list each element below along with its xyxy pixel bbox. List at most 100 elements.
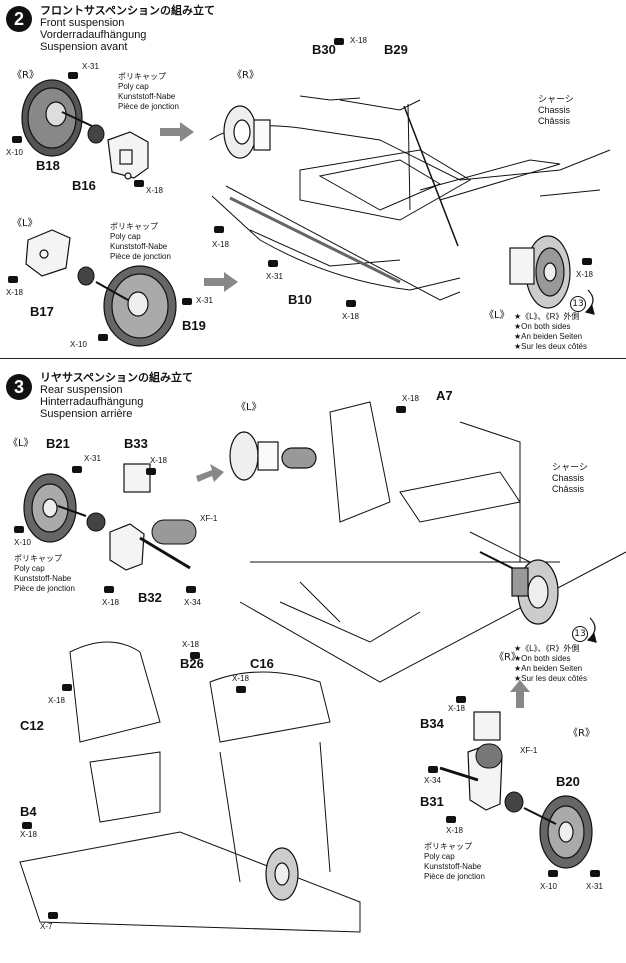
part-label-b31: B31 <box>420 794 444 809</box>
screw-label: X-10 <box>6 148 23 157</box>
both-sides-note: ★《L》、《R》外側★On both sides ★An beiden Seit… <box>514 312 587 351</box>
part-label-b4: B4 <box>20 804 37 819</box>
front-right-wheel-assembly <box>223 105 271 159</box>
rear-left-brake-disc <box>23 473 87 543</box>
poly-cap-right <box>87 124 105 144</box>
screw-label: X-31 <box>266 272 283 281</box>
screw-icon <box>68 72 78 79</box>
screw-label: X-18 <box>6 288 23 297</box>
part-label-b32: B32 <box>138 590 162 605</box>
step-reference-circle: 13 <box>572 626 588 642</box>
screw-icon <box>396 406 406 413</box>
rear-right-wheel-assembly <box>511 559 559 625</box>
part-label-b30: B30 <box>312 42 336 57</box>
part-label-c16: C16 <box>250 656 274 671</box>
screw-label: X-34 <box>184 598 201 607</box>
part-label-b20: B20 <box>556 774 580 789</box>
screw-label: X-18 <box>446 826 463 835</box>
rear-spring-xf1 <box>151 519 197 545</box>
rear-right-brake-disc <box>523 795 593 869</box>
part-label-b21: B21 <box>46 436 70 451</box>
screw-label: X-18 <box>350 36 367 45</box>
screw-label: X-31 <box>82 62 99 71</box>
screw-icon <box>72 466 82 473</box>
screw-label: X-10 <box>70 340 87 349</box>
screw-icon <box>146 468 156 475</box>
screw-icon <box>548 870 558 877</box>
wrench-rotation-icon <box>586 617 597 643</box>
screw-icon <box>14 526 24 533</box>
step-number-badge: 3 <box>6 374 32 400</box>
side-label-left: 《L》 <box>12 218 38 229</box>
rear-spring-xf1-right <box>475 743 503 769</box>
side-label-left-chassis: 《L》 <box>484 310 510 321</box>
screw-label: X-18 <box>20 830 37 839</box>
part-label-a7: A7 <box>436 388 453 403</box>
part-label-b34: B34 <box>420 716 444 731</box>
side-label-left-chassis: 《L》 <box>236 402 262 413</box>
front-chassis-outline <box>209 95 611 301</box>
rear-poly-cap-right <box>504 791 524 813</box>
step-2-section: 2 フロントサスペンションの組み立て Front suspension Vord… <box>0 0 626 356</box>
screw-icon <box>214 226 224 233</box>
screw-label: X-10 <box>14 538 31 547</box>
part-label-b29: B29 <box>384 42 408 57</box>
screw-label: X-18 <box>576 270 593 279</box>
front-suspension-drawing <box>21 79 611 347</box>
screw-icon <box>236 686 246 693</box>
screw-icon <box>456 696 466 703</box>
part-label-b18: B18 <box>36 158 60 173</box>
screw-label: X-10 <box>540 882 557 891</box>
left-upright-b17 <box>25 229 71 277</box>
screw-icon <box>590 870 600 877</box>
part-label-b17: B17 <box>30 304 54 319</box>
screw-label: X-18 <box>232 674 249 683</box>
screw-icon <box>346 300 356 307</box>
section-divider <box>0 358 626 359</box>
screw-icon <box>104 586 114 593</box>
screw-label: X-7 <box>40 922 53 931</box>
right-upright-b16 <box>107 131 149 180</box>
step-title: フロントサスペンションの組み立て Front suspension Vorder… <box>40 5 215 53</box>
part-label-b10: B10 <box>288 292 312 307</box>
screw-label: X-31 <box>196 296 213 305</box>
screw-label: X-18 <box>102 598 119 607</box>
rear-left-wheel-assembly <box>229 431 317 481</box>
screw-label: X-18 <box>48 696 65 705</box>
screw-label: XF-1 <box>520 746 538 755</box>
rear-assembly-arrow-right <box>196 464 224 482</box>
title-fr: Suspension avant <box>40 41 128 53</box>
screw-icon <box>428 766 438 773</box>
screw-icon <box>48 912 58 919</box>
screw-label: X-18 <box>212 240 229 249</box>
right-brake-disc <box>21 79 93 157</box>
title-ja: フロントサスペンションの組み立て <box>40 5 216 17</box>
wrench-rotation-icon <box>584 289 595 315</box>
side-label-left: 《L》 <box>8 438 34 449</box>
screw-icon <box>8 276 18 283</box>
screw-icon <box>582 258 592 265</box>
part-label-c12: C12 <box>20 718 44 733</box>
side-label-right: 《R》 <box>568 728 595 739</box>
screw-label: X-18 <box>150 456 167 465</box>
screw-icon <box>190 652 200 659</box>
screw-label: X-31 <box>586 882 603 891</box>
screw-icon <box>446 816 456 823</box>
step-title: リヤサスペンションの組み立て Rear suspension Hinterrad… <box>40 372 194 420</box>
screw-icon <box>268 260 278 267</box>
rear-poly-cap-left <box>86 512 106 532</box>
screw-label: X-18 <box>448 704 465 713</box>
screw-icon <box>182 298 192 305</box>
screw-label: X-18 <box>342 312 359 321</box>
front-left-wheel-assembly <box>509 235 571 309</box>
screw-icon <box>12 136 22 143</box>
step-3-section: 3 リヤサスペンションの組み立て Rear suspension Hinterr… <box>0 362 626 963</box>
rear-lower-wheel-assembly <box>265 847 299 901</box>
assembly-arrow-lower <box>204 272 238 292</box>
rear-suspension-drawing <box>19 401 626 933</box>
